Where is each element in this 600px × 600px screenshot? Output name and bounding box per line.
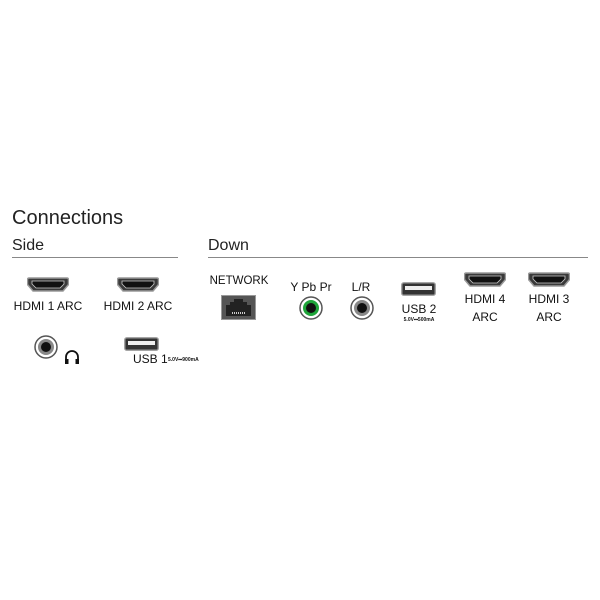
hdmi3-label: HDMI 3 bbox=[528, 292, 570, 306]
side-divider bbox=[12, 257, 178, 258]
usb1-spec: 5.0V⎓900mA bbox=[168, 357, 199, 363]
hdmi-port-icon bbox=[464, 272, 506, 287]
hdmi-port-icon bbox=[528, 272, 570, 287]
hdmi4-arc-label: ARC bbox=[472, 310, 498, 324]
hdmi-port-icon bbox=[27, 277, 69, 292]
usb1-label: USB 1 bbox=[133, 352, 168, 366]
usb2-label: USB 2 bbox=[401, 302, 437, 316]
ypbpr-label: Y Pb Pr bbox=[290, 280, 332, 294]
hdmi1-label: HDMI 1 ARC bbox=[13, 299, 83, 313]
component-jack-icon bbox=[299, 296, 323, 320]
ethernet-port-icon bbox=[221, 295, 256, 320]
hdmi-port-icon bbox=[117, 277, 159, 292]
page-title: Connections bbox=[12, 207, 124, 229]
hdmi2-label: HDMI 2 ARC bbox=[103, 299, 173, 313]
hdmi4-label: HDMI 4 bbox=[464, 292, 506, 306]
usb2-spec: 5.0V⎓500mA bbox=[403, 317, 435, 323]
usb-port-icon bbox=[124, 337, 159, 351]
usb-port-icon bbox=[401, 282, 436, 296]
down-divider bbox=[208, 257, 588, 258]
network-label: NETWORK bbox=[209, 275, 269, 287]
lr-label: L/R bbox=[351, 280, 371, 294]
section-side-heading: Side bbox=[12, 237, 45, 254]
hdmi3-arc-label: ARC bbox=[536, 310, 562, 324]
section-down-heading: Down bbox=[208, 237, 249, 254]
headphones-icon bbox=[65, 350, 79, 364]
audio-jack-icon bbox=[350, 296, 374, 320]
headphone-jack-icon bbox=[34, 335, 58, 359]
